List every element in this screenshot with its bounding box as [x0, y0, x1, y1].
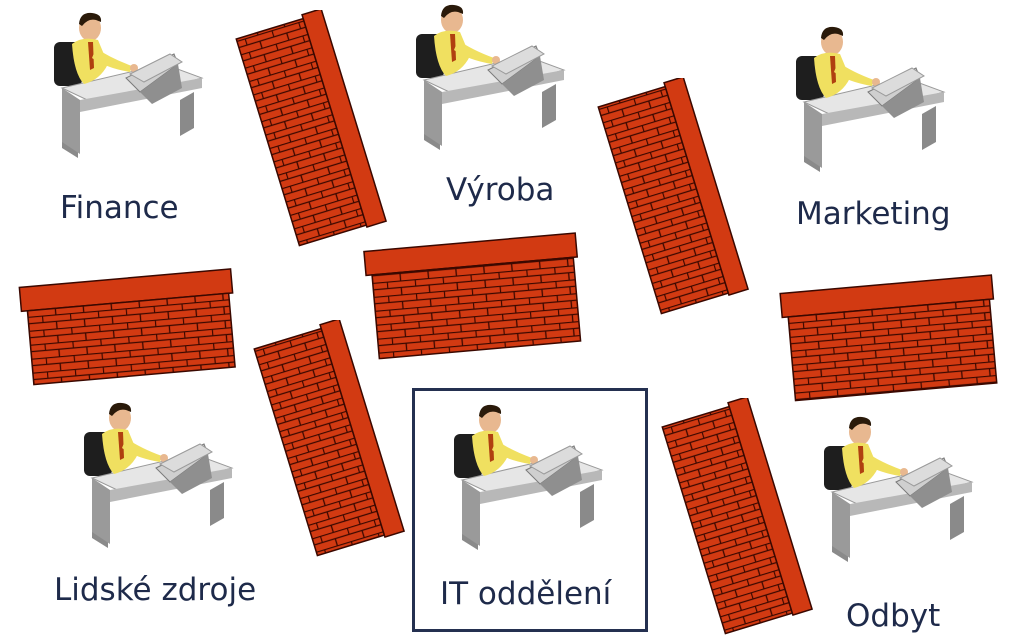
brick-wall: [253, 320, 406, 557]
person-at-desk-with-computer-icon: [795, 26, 945, 172]
brick-wall: [363, 232, 582, 360]
person-at-desk-with-computer-icon: [53, 12, 203, 158]
person-at-desk-with-computer-icon: [415, 4, 565, 150]
department-label-finance: Finance: [60, 190, 179, 226]
brick-wall: [18, 268, 236, 386]
department-label-hr: Lidské zdroje: [54, 572, 257, 608]
brick-wall: [661, 398, 814, 635]
person-at-desk-with-computer-icon: [823, 416, 973, 562]
brick-wall: [597, 78, 750, 315]
department-label-odbyt: Odbyt: [846, 598, 941, 634]
it-department-highlight-frame: [412, 388, 648, 632]
department-label-vyroba: Výroba: [446, 172, 555, 208]
person-at-desk-with-computer-icon: [83, 402, 233, 548]
department-label-it: IT oddělení: [440, 576, 612, 612]
brick-wall: [235, 10, 388, 247]
department-label-marketing: Marketing: [796, 196, 951, 232]
brick-wall: [779, 274, 998, 402]
